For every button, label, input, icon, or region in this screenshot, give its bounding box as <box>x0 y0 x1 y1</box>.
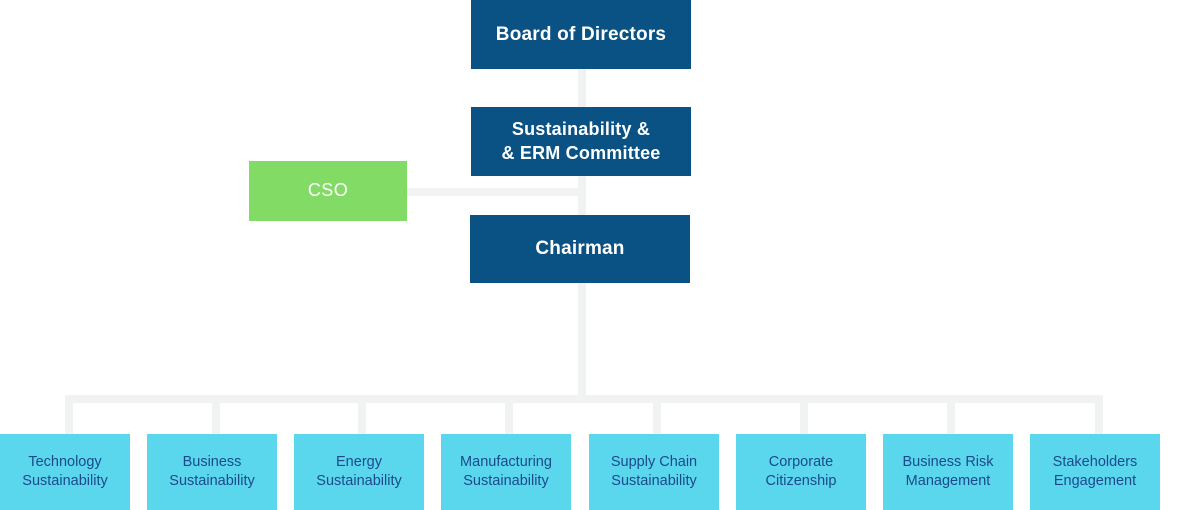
connector-drop-7 <box>947 395 955 439</box>
node-unit-label: Stakeholders Engagement <box>1052 453 1138 489</box>
node-unit-label: Technology Sustainability <box>22 453 108 489</box>
connector-drop-6 <box>800 395 808 439</box>
node-unit-supply-chain-sustainability[interactable]: Supply Chain Sustainability <box>589 434 719 510</box>
node-unit-business-risk-management[interactable]: Business Risk Management <box>883 434 1013 510</box>
node-sustainability-erm-committee-label: Sustainability & & ERM Committee <box>501 118 661 163</box>
node-cso[interactable]: CSO <box>249 161 407 221</box>
node-unit-label: Business Risk Management <box>902 453 994 489</box>
node-unit-technology-sustainability[interactable]: Technology Sustainability <box>0 434 130 510</box>
connector-drop-5 <box>653 395 661 439</box>
node-unit-label: Manufacturing Sustainability <box>460 453 552 489</box>
node-chairman-label: Chairman <box>535 238 625 260</box>
node-unit-label: Business Sustainability <box>169 453 255 489</box>
node-unit-stakeholders-engagement[interactable]: Stakeholders Engagement <box>1030 434 1160 510</box>
node-sustainability-erm-committee[interactable]: Sustainability & & ERM Committee <box>471 107 691 176</box>
node-board-of-directors[interactable]: Board of Directors <box>471 0 691 69</box>
node-unit-corporate-citizenship[interactable]: Corporate Citizenship <box>736 434 866 510</box>
node-unit-manufacturing-sustainability[interactable]: Manufacturing Sustainability <box>441 434 571 510</box>
node-chairman[interactable]: Chairman <box>470 215 690 283</box>
connector-chairman-to-trunk <box>578 283 586 399</box>
connector-drop-8 <box>1095 395 1103 439</box>
node-unit-label: Corporate Citizenship <box>765 453 837 489</box>
node-unit-label: Energy Sustainability <box>316 453 402 489</box>
connector-cso-to-spine <box>406 188 586 196</box>
connector-trunk-horizontal <box>65 395 1103 403</box>
node-unit-business-sustainability[interactable]: Business Sustainability <box>147 434 277 510</box>
connector-drop-1 <box>65 395 73 439</box>
connector-drop-2 <box>212 395 220 439</box>
node-unit-label: Supply Chain Sustainability <box>610 453 698 489</box>
node-cso-label: CSO <box>307 180 349 201</box>
node-board-of-directors-label: Board of Directors <box>495 23 667 45</box>
connector-drop-4 <box>505 395 513 439</box>
node-unit-energy-sustainability[interactable]: Energy Sustainability <box>294 434 424 510</box>
connector-drop-3 <box>358 395 366 439</box>
connector-board-to-committee <box>578 69 586 107</box>
